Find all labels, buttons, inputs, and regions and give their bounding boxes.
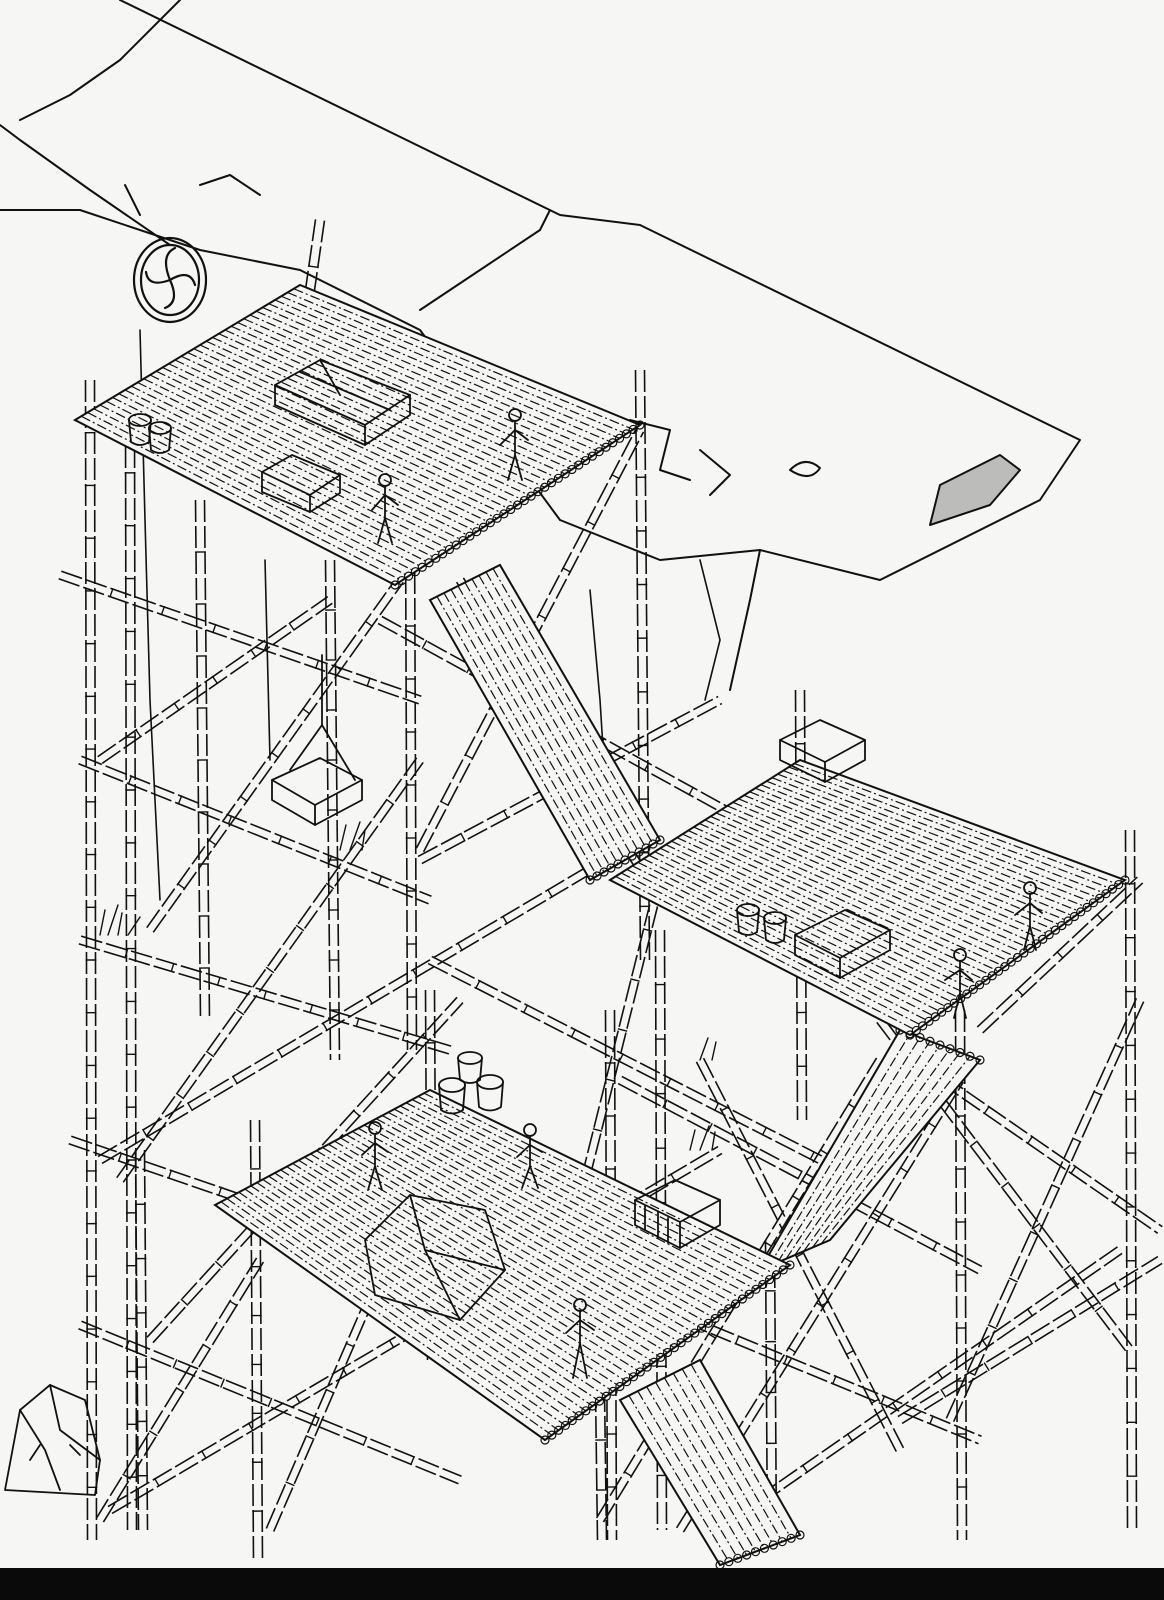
worker-figure [1014, 881, 1043, 951]
bamboo-platform-deck [757, 1025, 985, 1273]
stone-block [364, 1194, 506, 1321]
bamboo-pole [594, 1389, 608, 1541]
crate-icon [274, 359, 411, 446]
bamboo-pole [58, 570, 422, 705]
crate-icon [261, 454, 341, 513]
bamboo-platform-deck [618, 1358, 805, 1570]
worker-figure [516, 1123, 543, 1189]
worker-figure [361, 1121, 389, 1191]
bamboo-pole [97, 596, 333, 764]
bamboo-platforms [72, 283, 1130, 1570]
barrel-icon [736, 903, 787, 944]
bamboo-pole [78, 935, 452, 1055]
bamboo-pole [84, 379, 98, 1541]
bamboo-pole [757, 1246, 1123, 1504]
bamboo-pole [146, 577, 404, 933]
bamboo-platform-deck [428, 563, 665, 885]
crate-icon [794, 909, 891, 979]
crate-icon [779, 719, 866, 783]
cargo-items [128, 359, 891, 1321]
worker-figure [499, 408, 529, 481]
grass-tufts [99, 821, 717, 1151]
bamboo-pole [976, 876, 1144, 1034]
bamboo-pole [78, 1320, 462, 1485]
worker-figure [565, 1298, 595, 1379]
bamboo-pole [95, 1257, 265, 1523]
bamboo-platform-deck [607, 758, 1130, 1040]
barrel-icon [438, 1051, 504, 1115]
cliff-overhang [0, 0, 1081, 691]
boulder [4, 1384, 101, 1496]
bamboo-pole [97, 835, 643, 1165]
bamboo-pole [427, 955, 863, 1185]
hanging-crate-icon [271, 654, 363, 826]
scan-edge-strip [0, 1568, 1164, 1600]
bamboo-pole [324, 559, 341, 1061]
bamboo-pole [945, 998, 1145, 1422]
barrel-icon [128, 413, 172, 454]
workers [361, 408, 1043, 1379]
bamboo-pole [897, 1255, 1163, 1425]
bamboo-pole [116, 757, 424, 1183]
worker-figure [944, 948, 973, 1019]
bamboo-pole [78, 755, 432, 905]
worker-figure [371, 473, 399, 544]
sun-emblem-icon [132, 236, 208, 324]
crate-icon [634, 1179, 721, 1249]
bamboo-pole [194, 499, 211, 1021]
